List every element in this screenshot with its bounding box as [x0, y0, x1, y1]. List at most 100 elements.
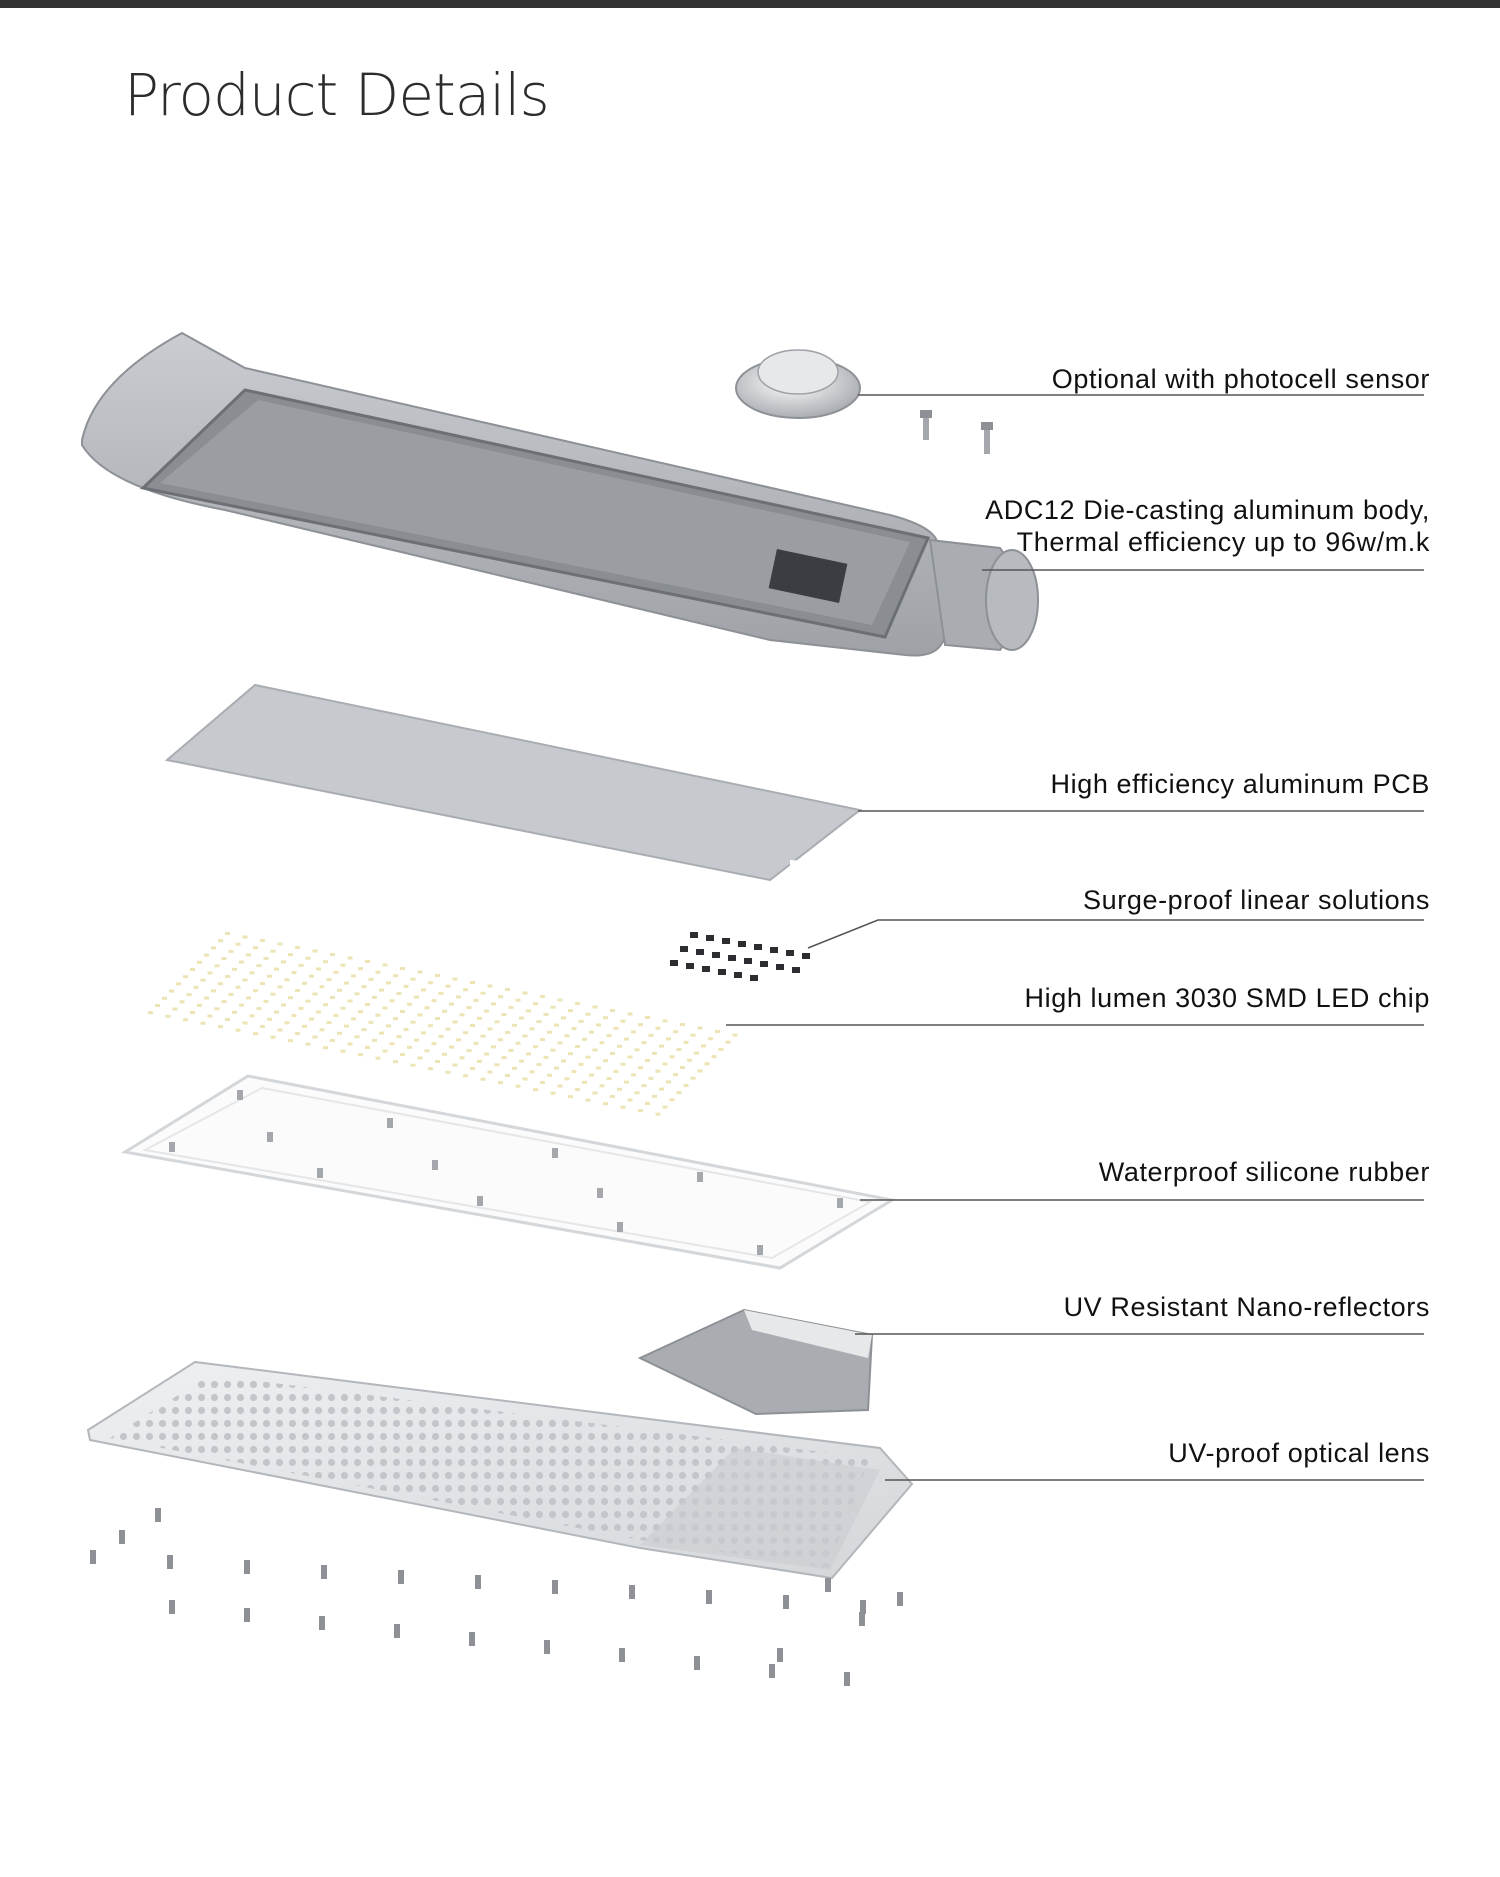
led-chip	[344, 1024, 349, 1028]
led-chip	[449, 1045, 454, 1049]
led-chip	[379, 1031, 384, 1035]
surge-component	[738, 941, 746, 947]
led-chip	[375, 970, 381, 974]
led-chip	[620, 1062, 626, 1066]
led-chip	[351, 1017, 356, 1021]
led-chip	[361, 1028, 367, 1032]
led-chip	[389, 1042, 395, 1046]
led-chip	[638, 1023, 643, 1027]
led-chip	[347, 956, 353, 960]
lens-screw	[244, 1560, 250, 1574]
led-chip	[372, 995, 377, 999]
led-chip	[725, 1040, 731, 1044]
led-chip	[512, 1066, 517, 1070]
led-chip	[417, 1056, 423, 1060]
lens-screw	[619, 1648, 625, 1662]
led-chip	[585, 1098, 591, 1102]
led-chip	[582, 1037, 587, 1041]
callout-photocell-sensor: Optional with photocell sensor	[730, 363, 1430, 395]
led-chip	[190, 1011, 195, 1014]
lens-screw	[169, 1600, 175, 1614]
led-chip	[487, 1027, 493, 1031]
led-chip	[211, 946, 216, 950]
led-chip	[645, 1059, 650, 1062]
led-chip	[473, 998, 479, 1002]
led-chip	[669, 1098, 675, 1102]
led-chip	[697, 1069, 703, 1073]
led-chip	[333, 1013, 339, 1017]
led-chip	[610, 1095, 615, 1098]
led-chip	[330, 996, 335, 999]
led-chip	[470, 1024, 475, 1027]
led-chip	[221, 957, 227, 961]
led-chip	[249, 1014, 255, 1018]
lens-screw	[469, 1632, 475, 1646]
led-chip	[701, 1044, 706, 1048]
led-chip	[519, 1059, 524, 1063]
lens-screw	[825, 1578, 831, 1592]
led-chip	[263, 999, 269, 1003]
surge-component	[792, 967, 800, 973]
led-chip	[571, 1027, 577, 1031]
led-chip	[533, 1002, 538, 1006]
led-chip	[288, 996, 293, 1000]
led-chip	[260, 939, 265, 942]
led-chip	[246, 996, 251, 1000]
surge-component	[680, 946, 688, 952]
led-chip	[711, 1055, 717, 1059]
led-chip	[505, 988, 510, 991]
led-chip	[200, 978, 206, 982]
led-chip	[414, 995, 419, 999]
led-chip	[218, 1025, 223, 1029]
led-chip	[207, 971, 213, 975]
lens-screw	[694, 1656, 700, 1670]
led-chip	[718, 1047, 724, 1051]
led-chip	[487, 984, 493, 988]
led-chip	[680, 1066, 685, 1069]
leader-lines	[726, 394, 1424, 1481]
led-chip	[557, 1084, 563, 1088]
led-chip	[599, 1041, 605, 1045]
led-chip	[498, 1038, 503, 1042]
led-chip	[547, 1030, 552, 1034]
lens-screw	[552, 1580, 558, 1594]
led-chip	[179, 1000, 185, 1004]
led-chip	[575, 1045, 580, 1048]
led-chip	[673, 1073, 678, 1077]
callout-surge-proof: Surge-proof linear solutions	[730, 884, 1430, 916]
led-chip	[480, 1077, 486, 1081]
led-chip	[561, 1059, 566, 1063]
led-chip	[431, 1042, 437, 1046]
callout-aluminum-pcb: High efficiency aluminum PCB	[730, 768, 1430, 800]
led-chip	[410, 1063, 416, 1067]
lens-screw	[629, 1585, 635, 1599]
led-chip	[186, 993, 192, 997]
led-chip	[400, 1010, 405, 1013]
led-chip	[452, 977, 458, 981]
led-chip	[627, 1012, 633, 1016]
led-chip	[365, 1003, 370, 1006]
led-chip	[459, 1056, 465, 1060]
led-chip	[407, 1045, 412, 1049]
led-chip	[568, 1009, 573, 1013]
led-chip	[477, 1016, 482, 1020]
lens-screw	[544, 1640, 550, 1654]
led-chip	[634, 1048, 640, 1052]
lens-screw	[394, 1624, 400, 1638]
led-chip	[270, 1035, 276, 1039]
led-chip	[333, 970, 339, 974]
top-bar	[0, 0, 1500, 8]
gasket-screw	[267, 1132, 273, 1142]
led-chip	[340, 1006, 346, 1010]
pole-mount	[928, 538, 1039, 652]
callout-optical-lens: UV-proof optical lens	[730, 1437, 1430, 1469]
led-chip	[183, 975, 188, 979]
led-chip	[666, 1080, 671, 1084]
led-chip	[277, 985, 283, 989]
led-chip	[498, 1081, 503, 1085]
gasket-screw	[837, 1198, 843, 1208]
led-chip	[176, 982, 181, 986]
led-chip	[396, 1035, 402, 1039]
led-chip	[169, 989, 174, 993]
led-chip	[613, 1069, 619, 1073]
